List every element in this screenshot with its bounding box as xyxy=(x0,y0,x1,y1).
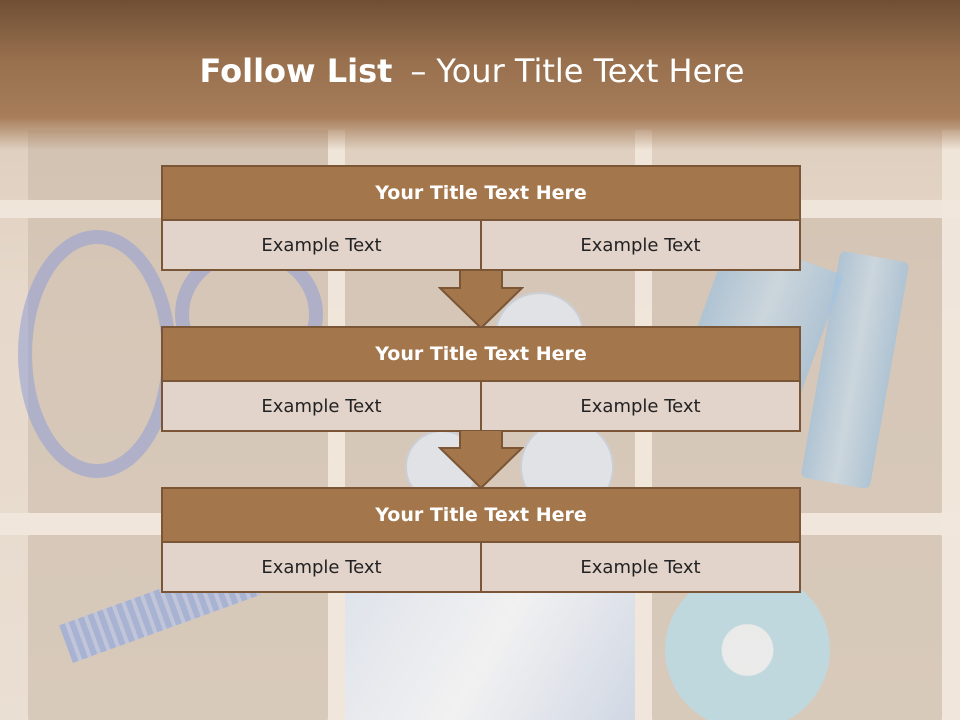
block-row: Example Text Example Text xyxy=(161,543,801,593)
block-cell-left: Example Text xyxy=(161,543,480,593)
block-title: Your Title Text Here xyxy=(161,487,801,543)
header-bar xyxy=(0,0,960,150)
slide-title-dash: – xyxy=(410,52,427,90)
yarn-ball xyxy=(665,570,830,720)
slide-title-rest: Your Title Text Here xyxy=(436,52,745,90)
block-cell-right: Example Text xyxy=(480,543,801,593)
list-block: Your Title Text Here Example Text Exampl… xyxy=(161,165,801,271)
satin-fabric xyxy=(345,580,635,720)
slide-title: Follow List–Your Title Text Here xyxy=(0,52,944,90)
block-cell-right: Example Text xyxy=(480,221,801,271)
block-title: Your Title Text Here xyxy=(161,165,801,221)
block-row: Example Text Example Text xyxy=(161,382,801,432)
down-arrow-icon xyxy=(438,270,524,330)
block-cell-left: Example Text xyxy=(161,221,480,271)
slide-title-bold: Follow List xyxy=(199,52,393,90)
block-row: Example Text Example Text xyxy=(161,221,801,271)
down-arrow-icon xyxy=(438,430,524,490)
block-cell-right: Example Text xyxy=(480,382,801,432)
list-block: Your Title Text Here Example Text Exampl… xyxy=(161,326,801,432)
block-title: Your Title Text Here xyxy=(161,326,801,382)
list-block: Your Title Text Here Example Text Exampl… xyxy=(161,487,801,593)
ribbon-roll xyxy=(18,230,176,478)
box-divider xyxy=(942,130,960,720)
block-cell-left: Example Text xyxy=(161,382,480,432)
